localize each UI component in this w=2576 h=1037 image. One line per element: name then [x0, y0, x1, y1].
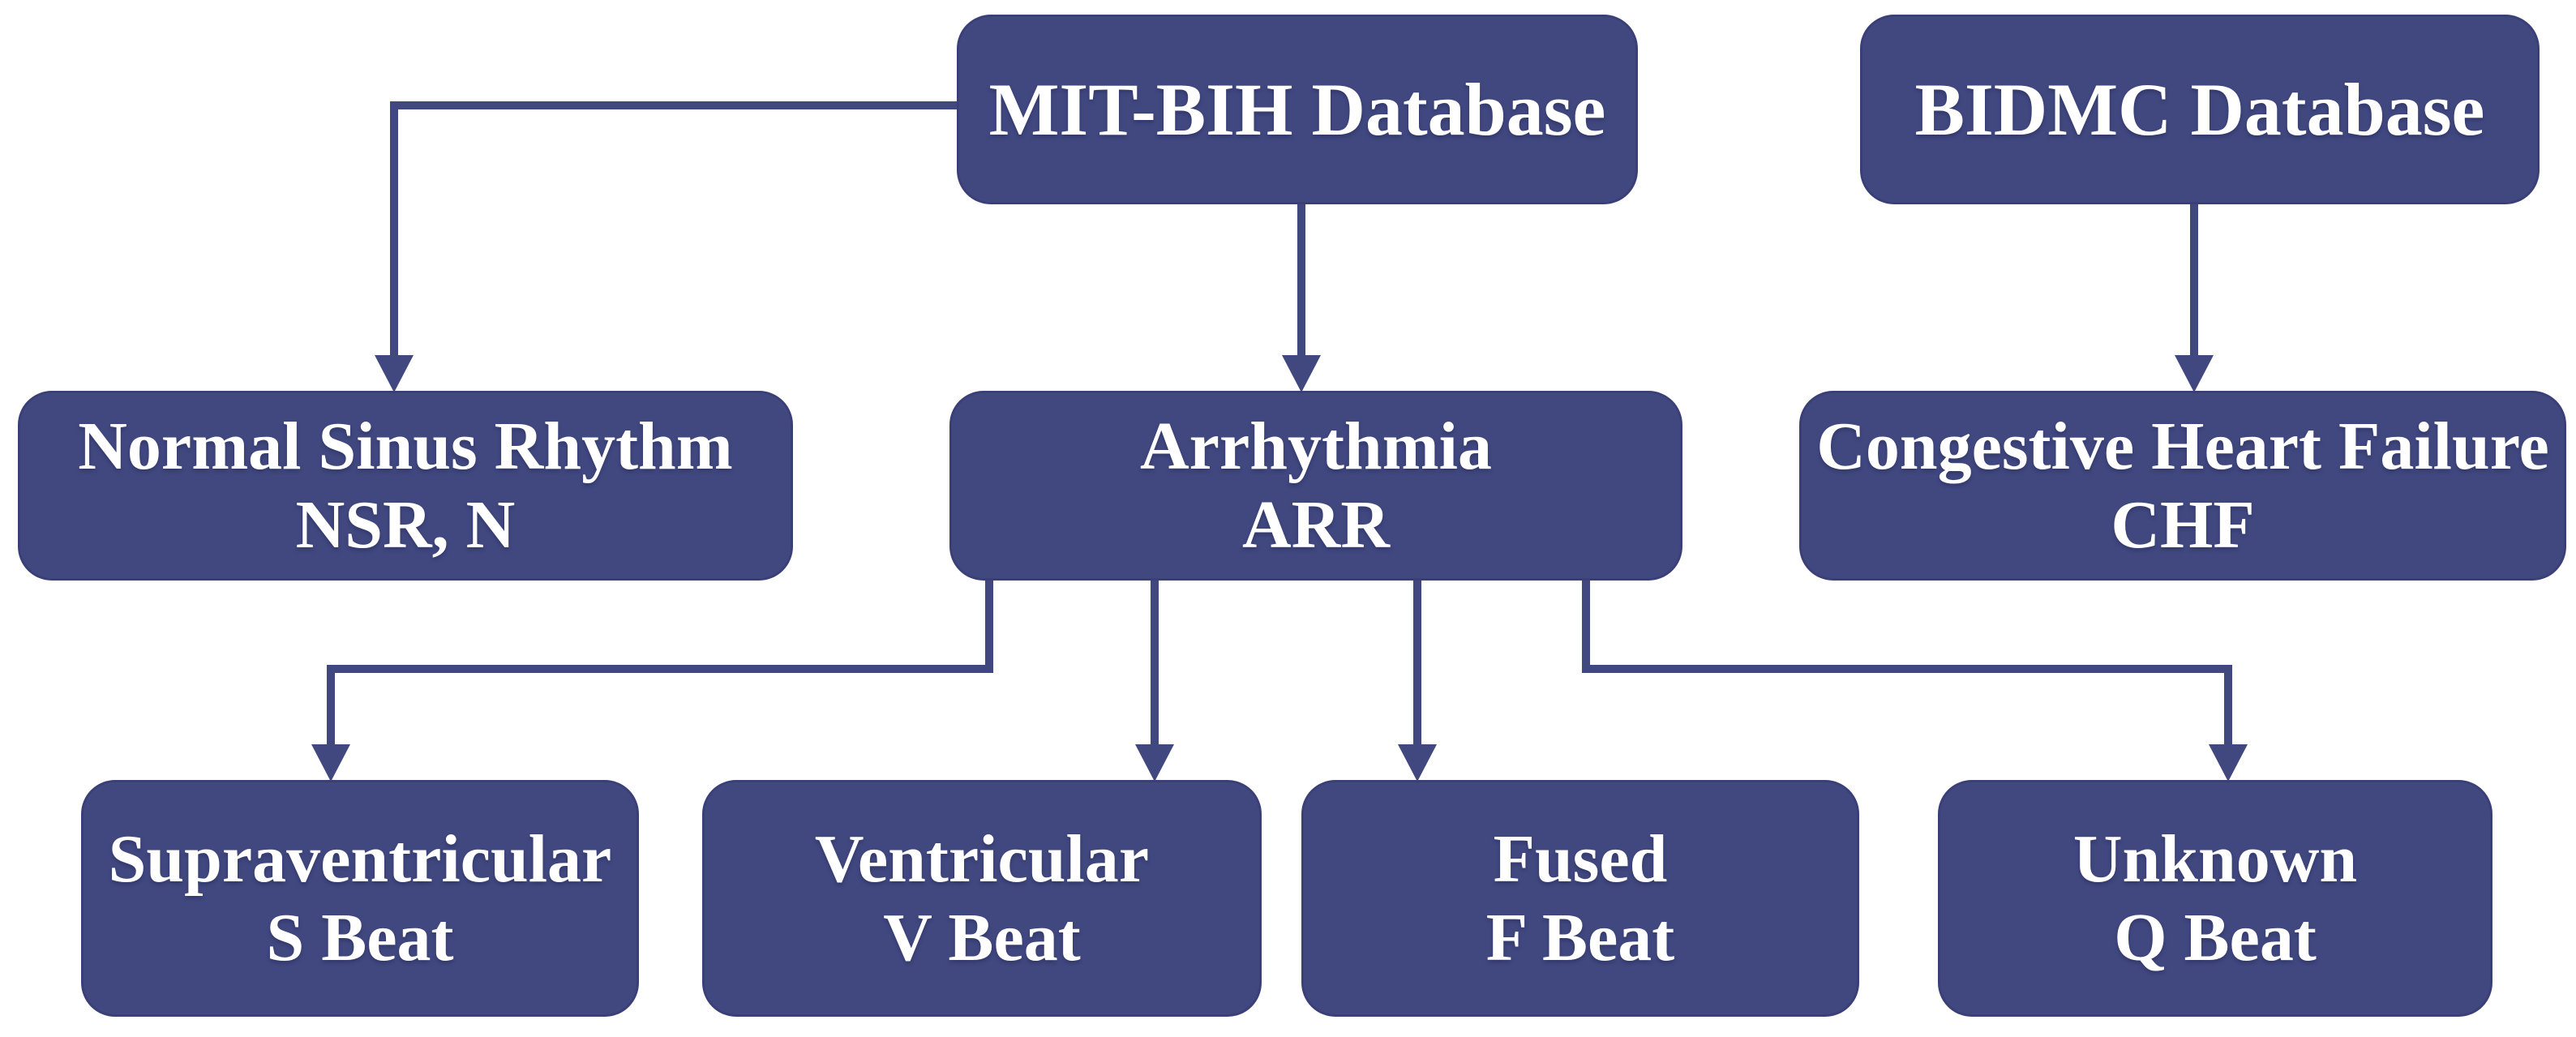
node-ventricular-beat: Ventricular V Beat	[702, 780, 1262, 1017]
node-unknown-beat: Unknown Q Beat	[1938, 780, 2492, 1017]
edge-bidmc-to-chf-vertical	[2190, 203, 2198, 358]
node-fbeat-code: F Beat	[1485, 900, 1675, 975]
arrowhead-into-vbeat-icon	[1135, 744, 1174, 782]
node-fbeat-title: Fused	[1493, 821, 1668, 897]
node-arr-title: Arrhythmia	[1140, 408, 1492, 484]
node-vbeat-title: Ventricular	[814, 821, 1150, 897]
arrowhead-into-chf-icon	[2175, 355, 2214, 392]
arrowhead-into-sbeat-icon	[311, 744, 350, 782]
arrowhead-into-nsr-icon	[375, 355, 414, 392]
node-chf-code: CHF	[2111, 487, 2255, 563]
node-vbeat-code: V Beat	[883, 900, 1081, 975]
edge-arr-to-qbeat-vertical	[2224, 665, 2232, 748]
node-mitbih-database: MIT-BIH Database	[957, 15, 1638, 204]
node-chf-title: Congestive Heart Failure	[1816, 408, 2549, 484]
node-congestive-heart-failure: Congestive Heart Failure CHF	[1799, 391, 2566, 581]
edge-arr-to-fbeat-vertical	[1413, 577, 1421, 748]
node-normal-sinus-rhythm: Normal Sinus Rhythm NSR, N	[18, 391, 793, 581]
edge-mitbih-to-nsr-horizontal	[390, 101, 957, 109]
edge-arr-to-vbeat-vertical	[1151, 577, 1159, 748]
edge-arr-to-qbeat-stub	[1582, 577, 1590, 673]
edge-mitbih-to-arr-vertical	[1297, 203, 1305, 358]
node-qbeat-code: Q Beat	[2114, 900, 2317, 975]
edge-arr-to-sbeat-stub	[985, 577, 993, 673]
node-bidmc-database: BIDMC Database	[1860, 15, 2540, 204]
node-nsr-title: Normal Sinus Rhythm	[78, 408, 733, 484]
node-bidmc-label: BIDMC Database	[1914, 67, 2485, 151]
node-sbeat-code: S Beat	[266, 900, 454, 975]
node-mitbih-label: MIT-BIH Database	[988, 67, 1606, 151]
edge-arr-to-sbeat-horizontal	[327, 665, 993, 673]
arrowhead-into-qbeat-icon	[2209, 744, 2248, 782]
node-sbeat-title: Supraventricular	[108, 821, 612, 897]
edge-mitbih-to-nsr-vertical	[390, 101, 398, 357]
edge-arr-to-sbeat-vertical	[327, 665, 335, 748]
node-nsr-code: NSR, N	[295, 487, 516, 563]
edge-arr-to-qbeat-horizontal	[1582, 665, 2232, 673]
arrowhead-into-arr-icon	[1282, 355, 1321, 392]
node-supraventricular-beat: Supraventricular S Beat	[81, 780, 639, 1017]
node-arr-code: ARR	[1242, 487, 1390, 563]
node-fused-beat: Fused F Beat	[1301, 780, 1859, 1017]
node-qbeat-title: Unknown	[2072, 821, 2358, 897]
node-arrhythmia: Arrhythmia ARR	[949, 391, 1682, 581]
arrowhead-into-fbeat-icon	[1398, 744, 1437, 782]
